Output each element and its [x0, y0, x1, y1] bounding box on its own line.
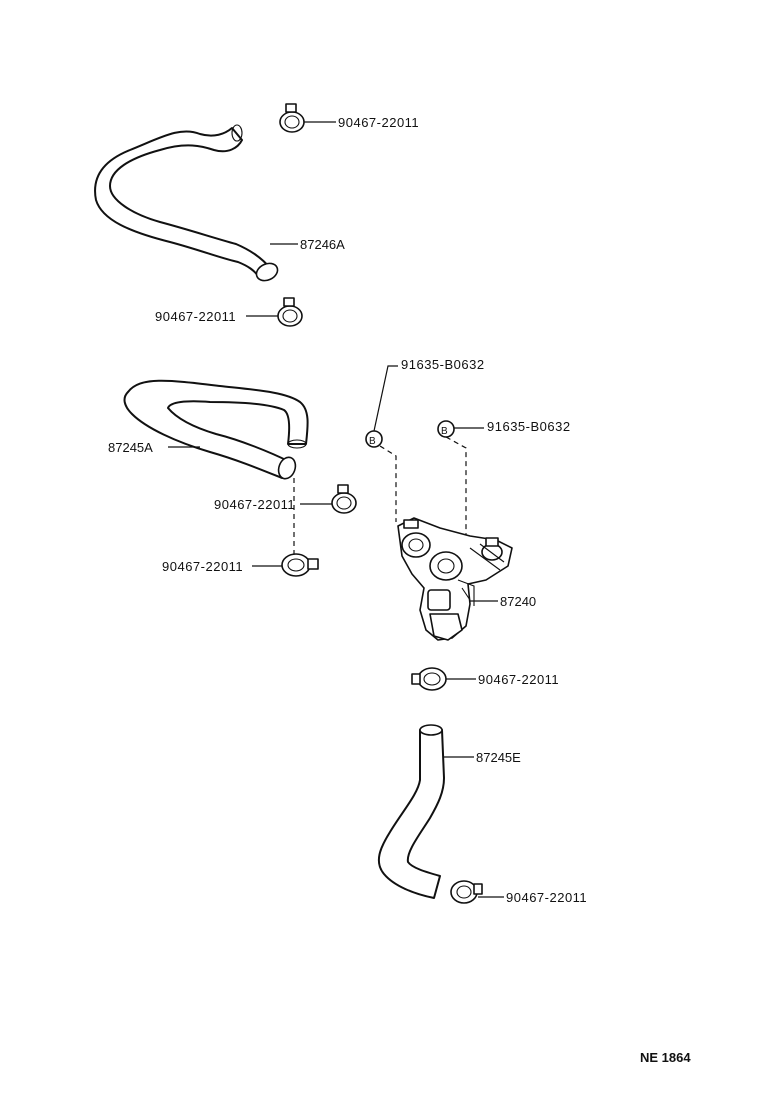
label-87245e: 87245E — [476, 750, 521, 765]
label-clip-3: 90467-22011 — [214, 497, 295, 512]
clip-icon[interactable] — [279, 103, 305, 133]
hose-87246a[interactable] — [94, 124, 280, 284]
label-clip-5: 90467-22011 — [478, 672, 559, 687]
label-clip-2: 90467-22011 — [155, 309, 236, 324]
label-87240: 87240 — [500, 594, 536, 609]
label-bolt-2: 91635-B0632 — [487, 419, 571, 434]
hose-87245e[interactable] — [377, 724, 445, 899]
label-87246a: 87246A — [300, 237, 345, 252]
label-bolt-1: 91635-B0632 — [401, 357, 485, 372]
hose-87245a[interactable] — [123, 379, 309, 481]
bolt-b-left[interactable]: B — [365, 430, 383, 448]
label-clip-1: 90467-22011 — [338, 115, 419, 130]
clip-icon[interactable] — [331, 484, 357, 514]
label-clip-6: 90467-22011 — [506, 890, 587, 905]
clip-icon[interactable] — [277, 297, 303, 327]
clip-icon[interactable] — [411, 667, 447, 691]
label-87245a: 87245A — [108, 440, 153, 455]
dashed-guide-bolt-right — [445, 436, 467, 536]
leader-bolt-1 — [373, 365, 398, 432]
diagram-code: NE 1864 — [640, 1050, 691, 1065]
clip-icon[interactable] — [450, 880, 483, 904]
dashed-guide-bolt-left — [379, 445, 397, 522]
valve-87240[interactable] — [397, 517, 513, 641]
clip-icon[interactable] — [281, 553, 319, 577]
bolt-b-right-label: B — [441, 426, 448, 437]
bolt-b-left-label: B — [369, 436, 376, 447]
label-clip-4: 90467-22011 — [162, 559, 243, 574]
bolt-b-right[interactable]: B — [437, 420, 455, 438]
